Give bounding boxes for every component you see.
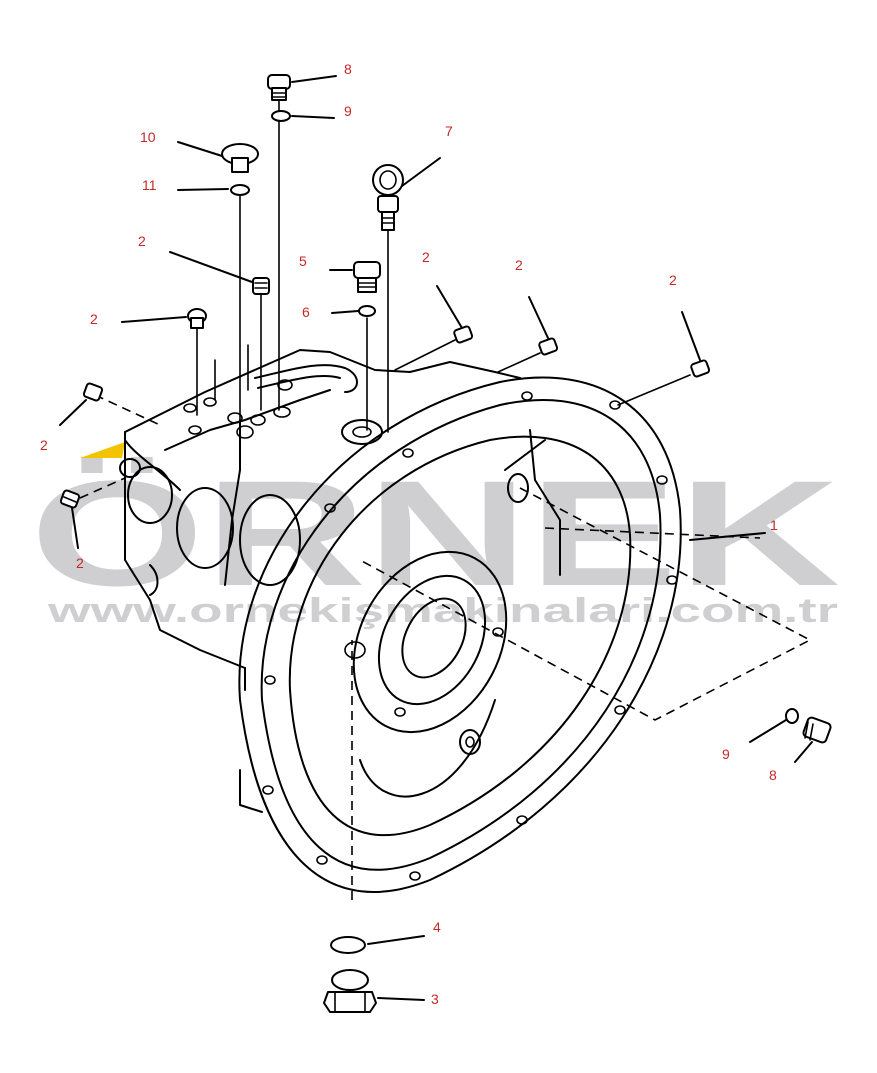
callout-2-g: 2	[76, 555, 84, 571]
plug-8-top	[267, 74, 337, 411]
bolt-2-d	[497, 296, 559, 373]
callout-9-lower: 9	[722, 746, 730, 762]
callout-1: 1	[770, 517, 778, 533]
callout-9-top: 9	[344, 103, 352, 119]
o-ring-6	[331, 305, 376, 431]
callout-10: 10	[140, 129, 156, 145]
transmission-housing	[119, 344, 682, 893]
callout-2-a: 2	[138, 233, 146, 249]
bolt-2-g	[59, 489, 81, 549]
o-ring-9-top	[271, 110, 335, 122]
leader-1	[689, 532, 766, 541]
lifting-eye-7	[372, 157, 441, 433]
callout-labels: 8 9 10 7 11 2 5 2 2 2 2 6 2 2 1 9 8 4 3	[40, 61, 778, 1007]
o-ring-11	[177, 184, 250, 421]
callout-8-lower: 8	[769, 767, 777, 783]
callout-7: 7	[445, 123, 453, 139]
callout-2-b: 2	[90, 311, 98, 327]
bolt-2-c	[394, 285, 474, 371]
callout-5: 5	[299, 253, 307, 269]
callout-2-e: 2	[669, 272, 677, 288]
plug-10	[177, 141, 259, 173]
callout-6: 6	[302, 304, 310, 320]
bolt-2-a	[169, 251, 270, 411]
o-ring-4	[330, 935, 425, 954]
callout-2-c: 2	[422, 249, 430, 265]
callout-8-top: 8	[344, 61, 352, 77]
callout-4: 4	[433, 919, 441, 935]
o-ring-9-lower	[749, 708, 799, 743]
callout-3: 3	[431, 991, 439, 1007]
bolt-2-e	[617, 311, 711, 406]
drain-plug-3	[323, 969, 425, 1013]
plug-5	[329, 261, 381, 293]
callout-11: 11	[142, 177, 157, 193]
callout-2-d: 2	[515, 257, 523, 273]
bolt-2-f	[59, 382, 104, 426]
assembly-lines	[79, 394, 812, 900]
callout-2-f: 2	[40, 437, 48, 453]
plug-8-lower	[794, 716, 832, 763]
watermark-accent-triangle	[80, 442, 125, 458]
bolt-2-b	[121, 308, 207, 416]
